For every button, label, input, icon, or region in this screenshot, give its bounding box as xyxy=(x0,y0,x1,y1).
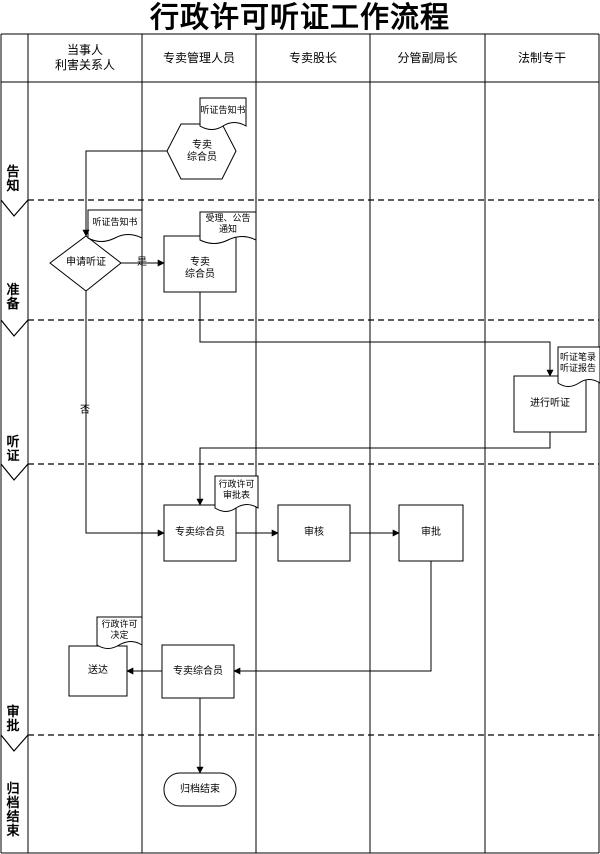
doc-notice-1: 听证告知书 xyxy=(200,105,246,116)
edge-approve-to-deliver-clerk xyxy=(233,561,432,675)
phase-label-hearing: 听 证 xyxy=(6,435,20,464)
node-conduct-hearing: 进行听证 xyxy=(530,398,570,409)
doc-transcript-report: 听证笔录 听证报告 xyxy=(559,353,596,374)
node-deliver: 送达 xyxy=(88,665,108,676)
node-deliver-clerk: 专卖综合员 xyxy=(173,665,223,677)
doc-shape-transcript xyxy=(557,346,600,387)
node-prep-clerk: 专卖 综合员 xyxy=(185,257,215,280)
diagram-title: 行政许可听证工作流程 xyxy=(149,0,450,34)
edge-notify-to-apply xyxy=(82,150,167,237)
node-review-clerk: 专卖综合员 xyxy=(175,527,225,538)
lane-header-monopoly-staff: 专卖管理人员 xyxy=(162,50,235,65)
node-section-review: 审核 xyxy=(304,527,324,538)
doc-accept-notice: 受理、公告 通知 xyxy=(205,214,251,235)
edge-label-yes: 是 xyxy=(137,257,147,268)
doc-notice-2: 听证告知书 xyxy=(92,217,138,228)
lane-header-section-chief: 专卖股长 xyxy=(288,50,337,65)
phase-separators xyxy=(0,199,599,752)
phase-label-approval: 审 批 xyxy=(6,705,20,734)
lane-header-party: 当事人 利害关系人 xyxy=(54,43,115,72)
doc-shape-permit-decision xyxy=(96,616,143,649)
notify-clerk-hexagon xyxy=(166,123,237,180)
node-notify-clerk: 专卖 综合员 xyxy=(187,140,217,163)
doc-shape-notice-2 xyxy=(87,209,143,242)
approve-box xyxy=(398,504,464,562)
lane-header-legal-officer: 法制专干 xyxy=(517,50,566,65)
phase-label-notify: 告 知 xyxy=(6,165,20,194)
edge-apply-no xyxy=(85,291,165,537)
swimlane-grid xyxy=(0,33,600,854)
lane-header-deputy-director: 分管副局长 xyxy=(397,50,458,65)
section-review-box xyxy=(277,504,351,562)
deliver-box xyxy=(68,645,128,697)
node-approve: 审批 xyxy=(421,527,441,538)
phase-label-prepare: 准 备 xyxy=(6,283,20,312)
doc-permit-decision: 行政许可 决定 xyxy=(101,620,138,641)
deliver-clerk-box xyxy=(161,644,235,699)
doc-shape-notice-1 xyxy=(199,97,247,130)
doc-shape-accept-notice xyxy=(199,211,257,244)
edge-hearing-to-review xyxy=(196,432,551,506)
edge-label-no: 否 xyxy=(80,405,90,416)
doc-shape-permit-form xyxy=(214,475,259,512)
node-apply-hearing: 申请听证 xyxy=(66,257,106,268)
node-archive-end: 归档结束 xyxy=(180,783,220,795)
phase-label-archive: 归 档 结 束 xyxy=(6,782,20,839)
edge-prep-to-hearing xyxy=(199,292,554,377)
doc-permit-form: 行政许可 审批表 xyxy=(218,480,255,501)
